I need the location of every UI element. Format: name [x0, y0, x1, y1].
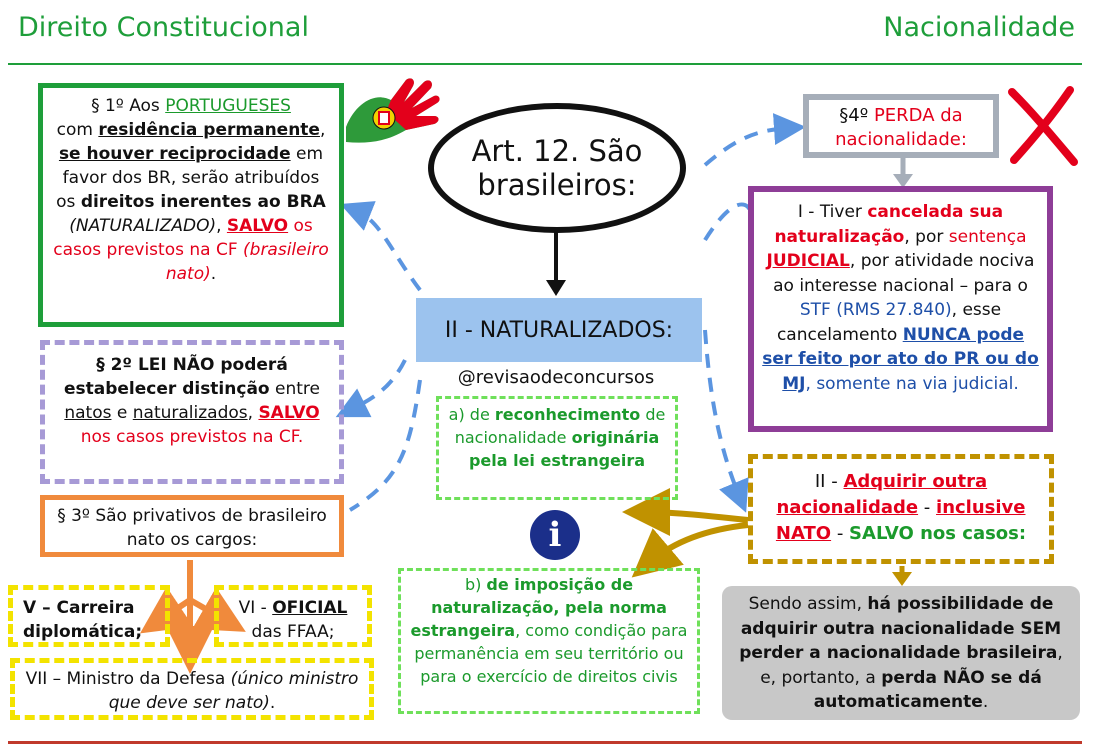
- par2-naturalizados: naturalizados: [132, 403, 248, 423]
- par1-comma2: ,: [216, 216, 222, 236]
- perda-i-atividade: , por atividade nociva ao interesse naci…: [773, 251, 1035, 296]
- footer-divider: [8, 741, 1082, 744]
- par1-dot: .: [210, 264, 217, 284]
- cargo-vii-box: VII – Ministro da Defesa (único ministro…: [10, 658, 374, 720]
- page-title: Direito Constitucional: [18, 12, 309, 43]
- par2-entre: entre: [269, 379, 320, 399]
- par1-favor: favor dos BR, serão atribuídos os: [56, 168, 320, 212]
- cargo-vi-box: VI - OFICIAL das FFAA;: [214, 585, 372, 647]
- hand-flag-icon: [336, 72, 446, 152]
- perda-i-box: I - Tiver cancelada sua naturalização, p…: [748, 186, 1053, 432]
- perda-ii-salvo: SALVO nos casos:: [849, 523, 1027, 544]
- perda-ii-prefix: II -: [814, 471, 844, 492]
- cargo-v-text: V – Carreira diplomática;: [23, 598, 143, 642]
- conclusao-perda: perda NÃO se dá automaticamente: [813, 667, 1042, 713]
- handle-text: @revisaodeconcursos: [457, 367, 655, 388]
- par1-salvo: SALVO: [226, 216, 289, 236]
- par4-prefix: §4º: [839, 105, 874, 126]
- cargo-vi-oficial: OFICIAL: [272, 598, 348, 618]
- perda-ii-dash: -: [918, 497, 937, 518]
- perda-i-stf: STF (RMS 27.840): [799, 300, 952, 320]
- perda-i-nunca: NUNCA pode ser feito por ato do PR ou do…: [762, 324, 1039, 394]
- item-b-rest: , como condição para permanência em seu …: [414, 621, 688, 686]
- paragraph-2-box: § 2º LEI NÃO poderá estabelecer distinçã…: [40, 340, 344, 484]
- perda-ii-dash2: -: [831, 523, 850, 544]
- perda-ii-box: II - Adquirir outra nacionalidade - incl…: [748, 454, 1054, 564]
- perda-i-cancelada: cancelada sua naturalização: [774, 202, 1004, 247]
- page-topic: Nacionalidade: [883, 12, 1075, 43]
- x-mark-icon: [1004, 86, 1080, 166]
- par1-com: com: [56, 120, 99, 140]
- par3-text: § 3º São privativos de brasileiro nato o…: [57, 506, 327, 550]
- conclusao-prefix: Sendo assim,: [748, 594, 868, 614]
- perda-i-esse: , esse cancelamento: [776, 300, 1002, 345]
- par2-comma: ,: [247, 403, 254, 423]
- par1-naturalizado: (NATURALIZADO): [69, 216, 217, 236]
- par4-perda: PERDA: [873, 105, 935, 126]
- item-a-prefix: a) de: [448, 405, 495, 424]
- par4-rest: da nacionalidade:: [835, 105, 967, 150]
- perda-i-sentenca: sentença: [948, 226, 1027, 247]
- par1-residencia: residência permanente: [98, 120, 320, 140]
- conclusao-ha: há possibilidade de adquirir outra nacio…: [739, 594, 1062, 663]
- cargo-vi-rest: das FFAA;: [251, 622, 335, 642]
- cargo-vii-text: VII – Ministro da Defesa: [25, 669, 231, 689]
- article-ellipse: Art. 12. São brasileiros:: [428, 103, 686, 233]
- par1-comma: ,: [319, 120, 326, 140]
- item-b-box: b) de imposição de naturalização, pela n…: [398, 568, 700, 714]
- paragraph-3-box: § 3º São privativos de brasileiro nato o…: [40, 495, 344, 557]
- item-a-reconhecimento: reconhecimento: [494, 405, 641, 424]
- conclusion-box: Sendo assim, há possibilidade de adquiri…: [722, 586, 1080, 720]
- par1-portugueses: PORTUGUESES: [165, 96, 291, 116]
- info-icon: i: [530, 510, 580, 560]
- cargo-v-box: V – Carreira diplomática;: [8, 585, 170, 647]
- header-divider: [8, 63, 1082, 65]
- cargo-vii-dot: .: [269, 693, 276, 713]
- item-b-imposicao: de imposição de naturalização, pela norm…: [410, 575, 667, 640]
- perda-i-prefix: I - Tiver: [797, 202, 868, 222]
- article-text: Art. 12. São brasileiros:: [471, 134, 643, 202]
- par1-reciprocidade: se houver reciprocidade: [58, 144, 291, 164]
- item-a-originaria: originária pela lei estrangeira: [468, 428, 660, 470]
- paragraph-4-box: §4º PERDA da nacionalidade:: [803, 94, 999, 158]
- naturalizados-label: II - NATURALIZADOS:: [444, 317, 674, 343]
- conclusao-dot: .: [982, 692, 989, 712]
- conclusao-mid: , e, portanto, a: [760, 643, 1063, 688]
- perda-i-por: , por: [904, 226, 949, 247]
- perda-ii-adquirir: Adquirir outra nacionalidade: [776, 471, 988, 518]
- cargo-vi-prefix: VI -: [238, 598, 273, 618]
- item-a-mid: de nacionalidade: [454, 405, 666, 447]
- par2-e: e: [111, 403, 133, 423]
- perda-ii-inclusive: inclusive NATO: [775, 497, 1026, 544]
- paragraph-1-box: § 1º Aos PORTUGUESES com residência perm…: [38, 83, 344, 327]
- par2-salvo: SALVO: [258, 403, 320, 423]
- par1-direitos: direitos inerentes ao BRA: [80, 192, 326, 212]
- par1-prefix: § 1º Aos: [91, 96, 166, 116]
- par1-em: em: [290, 144, 324, 164]
- par2-natos: natos: [64, 403, 112, 423]
- par1-nato: (brasileiro nato): [165, 240, 329, 284]
- par2-lei: § 2º LEI NÃO poderá estabelecer distinçã…: [63, 355, 288, 399]
- cargo-vii-note: (único ministro que deve ser nato): [108, 669, 359, 713]
- par2-rest: nos casos previstos na CF.: [80, 427, 304, 447]
- perda-i-somente: somente na via judicial.: [810, 373, 1019, 394]
- item-b-prefix: b): [464, 575, 487, 594]
- naturalizados-box: II - NATURALIZADOS:: [416, 298, 702, 362]
- perda-i-judicial: JUDICIAL: [766, 251, 850, 271]
- perda-i-comma: ,: [805, 373, 811, 394]
- par1-casos: os casos previstos na CF: [53, 216, 313, 260]
- item-a-box: a) de reconhecimento de nacionalidade or…: [436, 396, 678, 500]
